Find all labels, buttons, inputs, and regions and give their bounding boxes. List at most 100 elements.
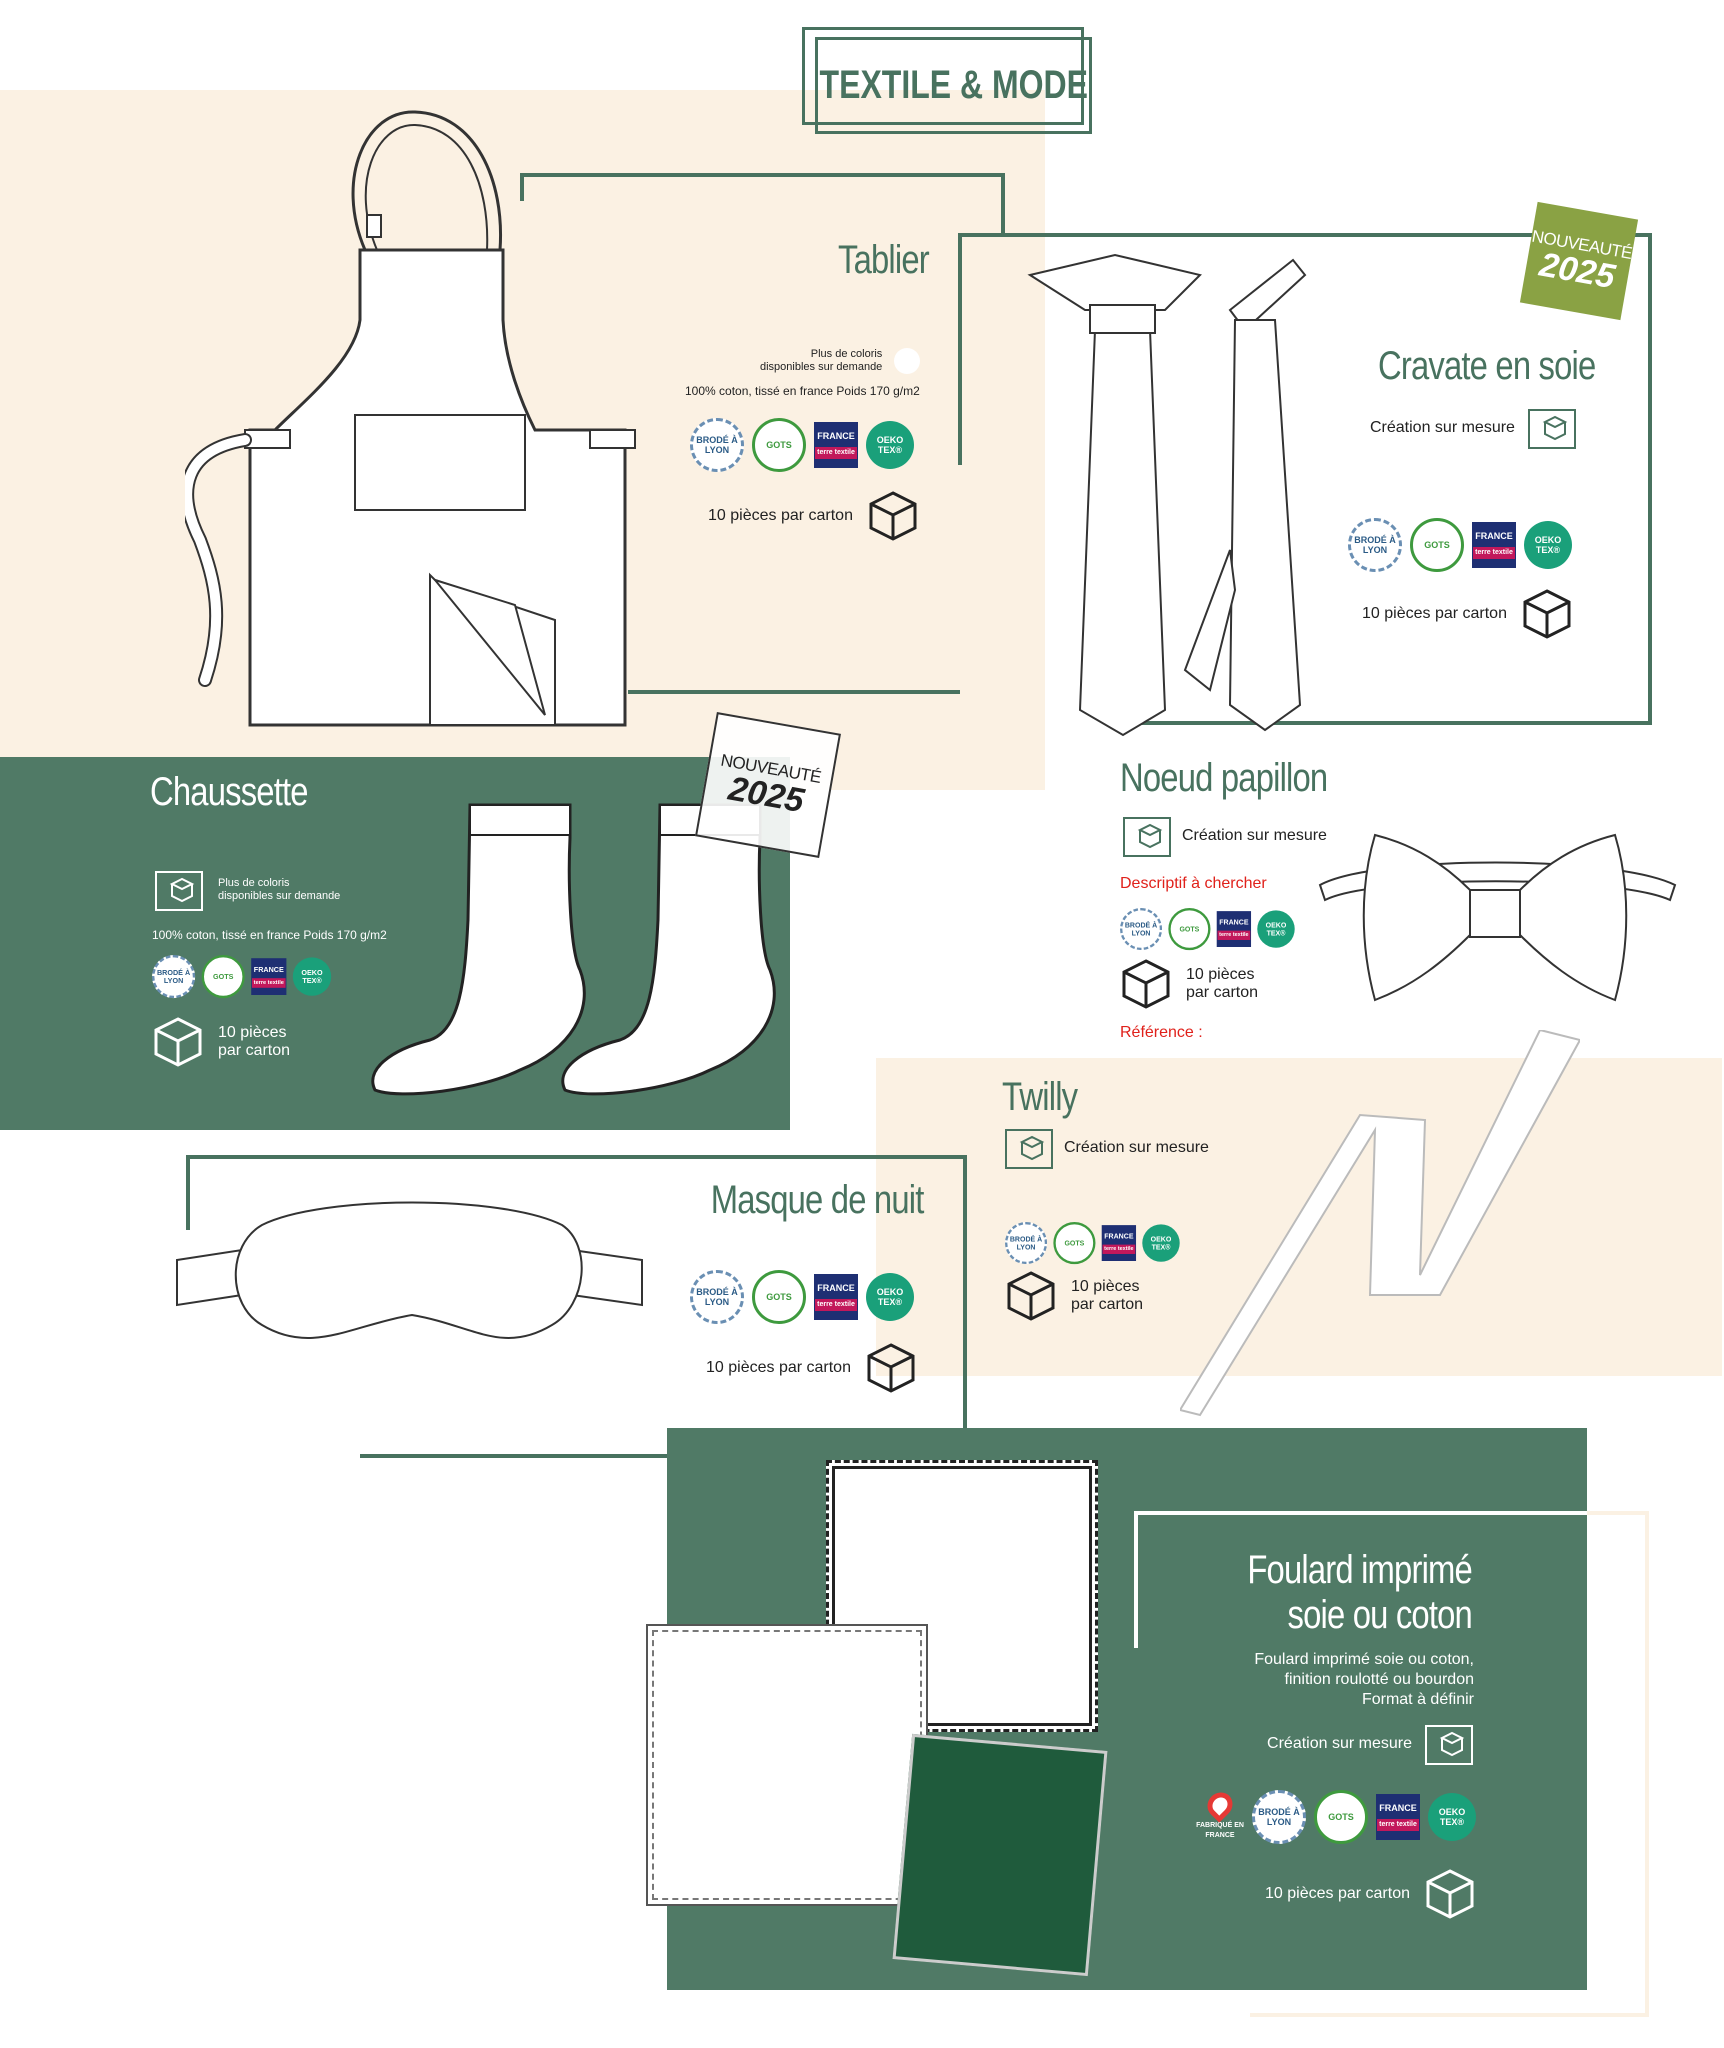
tablier-title: Tablier <box>838 238 930 282</box>
noeud-descriptif: Descriptif à chercher <box>1120 875 1267 892</box>
chaussette-pack-line2: par carton <box>218 1042 291 1059</box>
carton-box-icon <box>1523 589 1571 639</box>
brode-a-lyon-icon: BRODÉ À LYON <box>1005 1222 1048 1265</box>
noeud-pack-row: 10 pièces par carton <box>1120 958 1258 1010</box>
tablier-colors-row: Plus de coloris disponibles sur demande <box>760 348 921 374</box>
blueprint-icon <box>1123 817 1171 857</box>
twilly-pack-label: 10 pièces par carton <box>1071 1278 1143 1314</box>
foulard-title-line1: Foulard imprimé <box>1247 1548 1472 1592</box>
carton-box-icon <box>1007 1271 1055 1321</box>
noeud-pack-line2: par carton <box>1186 984 1259 1001</box>
brode-a-lyon-icon: BRODÉ À LYON <box>1120 908 1163 951</box>
chaussette-colors-row: Plus de coloris disponibles sur demande <box>152 866 340 914</box>
header-frame: TEXTILE & MODE <box>815 37 1092 134</box>
color-swatch-icon <box>894 348 921 374</box>
oeko-tex-icon: OEKO TEX® <box>292 957 332 996</box>
tie-illustration <box>1027 253 1307 737</box>
fabrique-en-france-icon: FABRIQUÉ EN FRANCE <box>1196 1787 1244 1841</box>
oeko-tex-icon: OEKO TEX® <box>866 1273 914 1321</box>
france-label: FRANCE <box>1104 1232 1134 1240</box>
gots-icon: GOTS <box>1410 518 1464 572</box>
gots-icon: GOTS <box>752 418 806 472</box>
foulard-desc-line1: Foulard imprimé soie ou coton, <box>1254 1651 1474 1668</box>
header-frame-back <box>802 27 1084 125</box>
cravate-new-badge: NOUVEAUTÉ 2025 <box>1519 201 1639 321</box>
twilly-illustration <box>1180 1030 1580 1417</box>
noeud-custom-row: Création sur mesure <box>1120 812 1327 860</box>
carton-box-icon <box>1426 1869 1474 1919</box>
brode-a-lyon-icon: BRODÉ À LYON <box>690 418 744 472</box>
oeko-tex-icon: OEKO TEX® <box>866 421 914 469</box>
terre-textile-label: terre textile <box>252 978 286 988</box>
twilly-title: Twilly <box>1002 1075 1078 1119</box>
france-terre-textile-icon: FRANCE terre textile <box>1376 1794 1420 1840</box>
sleep-mask-illustration <box>176 1201 643 1339</box>
foulard-title-line2: soie ou coton <box>1287 1593 1473 1637</box>
twilly-pack-line1: 10 pièces <box>1071 1278 1140 1295</box>
cravate-custom-label: Création sur mesure <box>1370 419 1515 436</box>
chaussette-pack-line1: 10 pièces <box>218 1024 287 1041</box>
gots-icon: GOTS <box>1053 1222 1096 1265</box>
fabrique-label: FABRIQUÉ EN FRANCE <box>1196 1822 1244 1839</box>
gots-icon: GOTS <box>1168 908 1211 951</box>
france-label: FRANCE <box>253 965 284 974</box>
terre-textile-label: terre textile <box>1473 547 1515 559</box>
twilly-pack-line2: par carton <box>1071 1296 1144 1313</box>
chaussette-new-badge: NOUVEAUTÉ 2025 <box>695 712 841 858</box>
chaussette-pack-label: 10 pièces par carton <box>218 1024 290 1060</box>
carton-box-icon <box>867 1343 915 1393</box>
blueprint-icon <box>155 871 203 911</box>
twilly-custom-label: Création sur mesure <box>1064 1139 1209 1156</box>
france-terre-textile-icon: FRANCE terre textile <box>251 958 287 995</box>
carton-box-icon <box>1122 959 1170 1009</box>
printed-bandana-image <box>892 1733 1108 1977</box>
blueprint-icon <box>1005 1129 1053 1169</box>
foulard-desc-line2: finition roulotté ou bourdon <box>1284 1671 1474 1688</box>
blueprint-icon <box>1425 1725 1473 1765</box>
tablier-colors-note: Plus de coloris disponibles sur demande <box>760 348 883 373</box>
masque-pack-row: 10 pièces par carton <box>706 1342 917 1394</box>
chaussette-pack-row: 10 pièces par carton <box>152 1016 290 1068</box>
foulard-pack-label: 10 pièces par carton <box>1265 1885 1410 1902</box>
carton-box-icon <box>154 1017 202 1067</box>
noeud-reference: Référence : <box>1120 1024 1203 1041</box>
foulard-logos: FABRIQUÉ EN FRANCE BRODÉ À LYON GOTS FRA… <box>1196 1787 1476 1844</box>
chaussette-logos: BRODÉ À LYON GOTS FRANCE terre textile OE… <box>152 955 332 999</box>
gots-icon: GOTS <box>201 955 245 999</box>
foulard-title-block: Foulard imprimé soie ou coton <box>1198 1548 1472 1638</box>
france-label: FRANCE <box>1219 918 1249 926</box>
brode-a-lyon-icon: BRODÉ À LYON <box>690 1270 744 1324</box>
apron-illustration <box>185 110 636 727</box>
bowtie-illustration <box>1318 833 1677 1002</box>
foulard-description: Foulard imprimé soie ou coton, finition … <box>1254 1650 1474 1710</box>
chaussette-colors-note: Plus de coloris disponibles sur demande <box>218 877 341 902</box>
masque-pack-label: 10 pièces par carton <box>706 1359 851 1376</box>
brode-a-lyon-icon: BRODÉ À LYON <box>1252 1790 1306 1844</box>
terre-textile-label: terre textile <box>1217 930 1251 940</box>
foulard-custom-label: Création sur mesure <box>1267 1735 1412 1752</box>
noeud-custom-label: Création sur mesure <box>1182 827 1327 844</box>
gots-icon: GOTS <box>752 1270 806 1324</box>
tablier-pack-row: 10 pièces par carton <box>708 490 919 542</box>
oeko-tex-icon: OEKO TEX® <box>1142 1224 1180 1262</box>
page-title: TEXTILE & MODE <box>819 63 1088 107</box>
chaussette-material: 100% coton, tissé en france Poids 170 g/… <box>152 928 387 942</box>
brode-a-lyon-icon: BRODÉ À LYON <box>152 955 196 999</box>
france-label: FRANCE <box>817 1283 855 1293</box>
carton-box-icon <box>869 491 917 541</box>
location-pin-icon <box>1202 1787 1238 1823</box>
blueprint-icon <box>1527 409 1576 449</box>
masque-title: Masque de nuit <box>711 1178 925 1222</box>
france-label: FRANCE <box>1475 531 1513 541</box>
twilly-pack-row: 10 pièces par carton <box>1005 1270 1143 1322</box>
scarf-square-front <box>646 1624 928 1906</box>
france-label: FRANCE <box>1379 1803 1417 1813</box>
tablier-material: 100% coton, tissé en france Poids 170 g/… <box>685 384 920 398</box>
terre-textile-label: terre textile <box>1377 1819 1419 1831</box>
